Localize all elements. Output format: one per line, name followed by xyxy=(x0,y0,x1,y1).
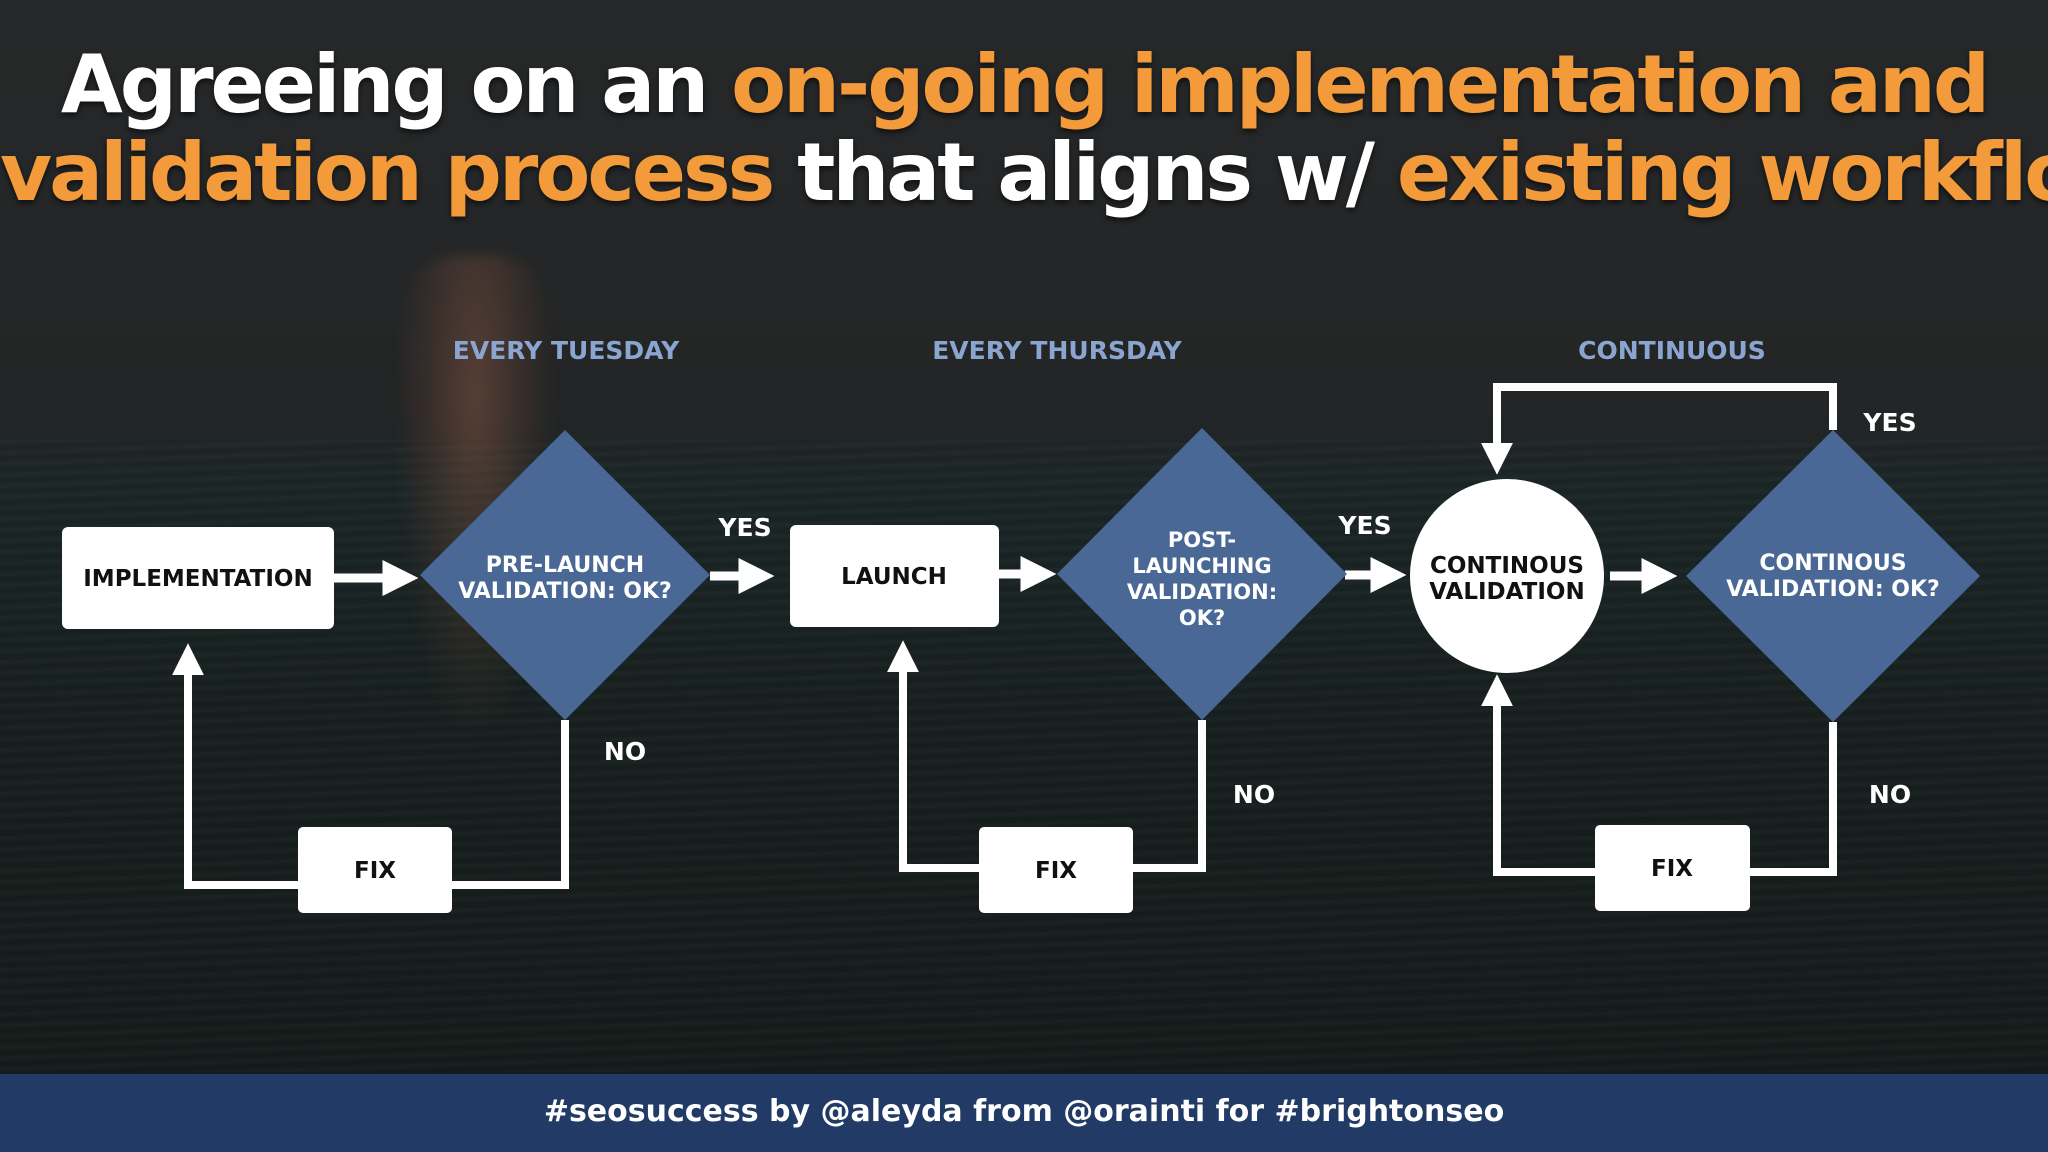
postlaunch-decision-diamond xyxy=(1057,428,1347,720)
prelaunch-label-line-1: PRE-LAUNCH xyxy=(486,553,644,578)
postlaunch-label-line-2: LAUNCHING xyxy=(1132,554,1271,578)
footer-bar: #seosuccess by @aleyda from @orainti for… xyxy=(0,1074,2048,1152)
flow-section-continuous: CONTINOUS VALIDATION CONTINOUS VALIDATIO… xyxy=(1410,383,1980,911)
no-label-2: NO xyxy=(1233,780,1275,809)
slide-title-line-1: Agreeing on an on-going implementation a… xyxy=(0,38,2048,131)
yes-label-3: YES xyxy=(1862,408,1916,437)
fix-label-1: FIX xyxy=(354,858,396,884)
title-segment-highlight: validation process xyxy=(0,126,775,219)
footer-hashtag-credit: #seosuccess by @aleyda from @orainti for… xyxy=(543,1094,1505,1129)
prelaunch-label-line-2: VALIDATION: OK? xyxy=(458,579,672,604)
arrow-fix-to-implementation xyxy=(172,643,298,889)
section-label-tuesday: EVERY TUESDAY xyxy=(453,336,680,365)
launch-label: LAUNCH xyxy=(841,564,947,590)
section-label-thursday: EVERY THURSDAY xyxy=(932,336,1182,365)
continous-validation-circle xyxy=(1410,479,1604,673)
slide-title-line-2: validation process that aligns w/ existi… xyxy=(0,126,2048,219)
no-label-3: NO xyxy=(1869,780,1911,809)
line-postlaunch-no-to-fix xyxy=(1133,720,1206,872)
launch-box xyxy=(790,525,999,627)
fix-label-3: FIX xyxy=(1651,856,1693,882)
fix-box-1 xyxy=(298,827,452,913)
line-prelaunch-no-to-fix xyxy=(452,720,569,889)
continous-check-decision-diamond xyxy=(1686,430,1980,722)
fix-box-3 xyxy=(1595,825,1750,911)
arrow-fix-to-validation xyxy=(1481,674,1595,876)
title-segment: that aligns w/ xyxy=(772,126,1397,219)
postlaunch-label-line-3: VALIDATION: xyxy=(1127,580,1277,604)
fix-label-2: FIX xyxy=(1035,858,1077,884)
yes-label-2: YES xyxy=(1337,511,1391,540)
flow-section-tuesday: IMPLEMENTATION PRE-LAUNCH VALIDATION: OK… xyxy=(62,430,775,913)
postlaunch-label-line-4: OK? xyxy=(1179,606,1225,630)
title-segment-highlight: existing workflow xyxy=(1396,126,2048,219)
implementation-label: IMPLEMENTATION xyxy=(83,566,312,592)
title-segment-highlight: on-going implementation and xyxy=(731,38,1990,131)
no-label-1: NO xyxy=(604,737,646,766)
line-check-no-to-fix xyxy=(1750,722,1837,876)
fix-box-2 xyxy=(979,827,1133,913)
arrow-fix-to-launch xyxy=(887,640,979,872)
continous-validation-label-line-2: VALIDATION xyxy=(1429,579,1584,605)
flow-section-thursday: LAUNCH POST- LAUNCHING VALIDATION: OK? F… xyxy=(790,428,1407,913)
postlaunch-label-line-1: POST- xyxy=(1168,528,1236,552)
implementation-box xyxy=(62,527,334,629)
continous-validation-label-line-1: CONTINOUS xyxy=(1430,553,1584,579)
yes-label-1: YES xyxy=(717,513,771,542)
sea-water xyxy=(0,440,2048,1072)
prelaunch-decision-diamond xyxy=(420,430,710,720)
continous-check-label-line-1: CONTINOUS xyxy=(1759,551,1906,576)
continous-check-label-line-2: VALIDATION: OK? xyxy=(1726,577,1940,602)
arrow-check-yes-loop-to-validation xyxy=(1481,383,1837,475)
section-label-continuous: CONTINUOUS xyxy=(1578,336,1766,365)
title-segment: Agreeing on an xyxy=(60,38,732,131)
